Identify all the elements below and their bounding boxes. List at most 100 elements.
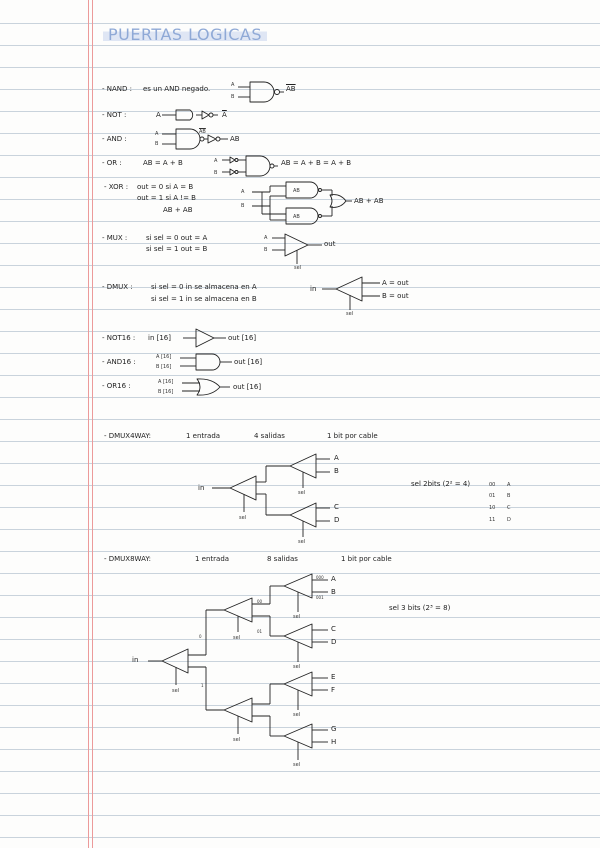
dmux8way-out-c: C bbox=[331, 625, 336, 633]
dmux4way-out-b: B bbox=[334, 467, 339, 475]
dmux8way-out-f: F bbox=[331, 686, 336, 694]
dmux-label: - DMUX : bbox=[102, 283, 133, 291]
or-gate bbox=[222, 155, 278, 177]
dmux-in: in bbox=[310, 285, 317, 293]
dmux-out-b: B = out bbox=[382, 292, 409, 300]
dmux4way-code-out: B bbox=[507, 493, 511, 499]
dmux4way-code: 00 bbox=[489, 482, 496, 488]
dmux8way-bit: 1 bit por cable bbox=[341, 555, 392, 563]
dmux8way-out-e: E bbox=[331, 673, 336, 681]
dmux8way-label: - DMUX8WAY: bbox=[104, 555, 152, 563]
or16-out: out [16] bbox=[233, 383, 262, 391]
dmux8way-in: in bbox=[132, 656, 139, 664]
dmux4way-code: 10 bbox=[489, 505, 496, 511]
and16-label: - AND16 : bbox=[102, 358, 136, 366]
dmux8way-wire-label: 001 bbox=[316, 595, 324, 600]
dmux8way-circuit bbox=[148, 573, 328, 760]
mux-out: out bbox=[324, 240, 336, 248]
not-label: - NOT : bbox=[102, 111, 127, 119]
dmux8way-wire-label: 000 bbox=[316, 575, 324, 580]
dmux8way-out-h: H bbox=[331, 738, 337, 746]
and16-in-a: A [16] bbox=[156, 354, 172, 360]
dmux8way-sel: sel bbox=[233, 635, 241, 641]
or16-in-a: A [16] bbox=[158, 379, 174, 385]
or-eq: AB = A + B bbox=[143, 159, 183, 167]
dmux8way-sel: sel bbox=[293, 614, 301, 620]
dmux8way-wire-label: 00 bbox=[257, 599, 263, 604]
dmux-out-a: A = out bbox=[382, 279, 409, 287]
dmux4way-sel-bits: sel 2bits (2² = 4) bbox=[411, 480, 471, 488]
or16-gate bbox=[182, 378, 230, 396]
xor-line1: out = 0 si A = B bbox=[137, 183, 194, 191]
dmux8way-out-g: G bbox=[331, 725, 337, 733]
not16-gate bbox=[183, 328, 226, 348]
dmux8way-sel: sel bbox=[293, 712, 301, 718]
and16-in-b: B [16] bbox=[156, 364, 172, 370]
dmux4way-salidas: 4 salidas bbox=[254, 432, 285, 440]
and-out: AB bbox=[230, 135, 240, 143]
dmux4way-entrada: 1 entrada bbox=[186, 432, 221, 440]
nand-label: - NAND : bbox=[102, 85, 132, 93]
or16-label: - OR16 : bbox=[102, 382, 131, 390]
dmux4way-code-out: A bbox=[507, 482, 511, 488]
dmux8way-sel: sel bbox=[293, 664, 301, 670]
dmux8way-out-d: D bbox=[331, 638, 337, 646]
dmux4way-out-a: A bbox=[334, 454, 339, 462]
dmux8way-out-a: A bbox=[331, 575, 336, 583]
dmux4way-code-out: C bbox=[507, 505, 511, 511]
nand-in-b: B bbox=[231, 94, 235, 100]
dmux4way-code-out: D bbox=[507, 517, 511, 523]
not16-out: out [16] bbox=[228, 334, 257, 342]
not16-in: in [16] bbox=[148, 334, 171, 342]
mux-in-b: B bbox=[264, 247, 268, 253]
mux-in-a: A bbox=[264, 235, 268, 241]
nand-gate bbox=[238, 81, 284, 103]
dmux4way-sel: sel bbox=[298, 539, 306, 545]
mux-label: - MUX : bbox=[102, 234, 128, 242]
dmux4way-sel: sel bbox=[239, 515, 247, 521]
not-gate bbox=[162, 109, 218, 121]
xor-g2: AB bbox=[293, 214, 300, 220]
xor-line2: out = 1 si A != B bbox=[137, 194, 196, 202]
and16-out: out [16] bbox=[234, 358, 263, 366]
margin-line bbox=[92, 0, 93, 848]
dmux8way-sel: sel bbox=[172, 688, 180, 694]
nand-out: AB bbox=[286, 85, 296, 93]
dmux4way-label: - DMUX4WAY: bbox=[104, 432, 152, 440]
dmux-gate bbox=[322, 276, 380, 310]
xor-g1: AB bbox=[293, 188, 300, 194]
dmux4way-code: 01 bbox=[489, 493, 496, 499]
dmux8way-sel: sel bbox=[293, 762, 301, 768]
dmux4way-circuit bbox=[212, 453, 330, 537]
mux-sel: sel bbox=[294, 265, 302, 271]
dmux8way-out-b: B bbox=[331, 588, 336, 596]
dmux8way-sel-bits: sel 3 bits (2³ = 8) bbox=[389, 604, 451, 612]
mux-gate bbox=[272, 233, 322, 264]
dmux8way-wire-label: 01 bbox=[257, 629, 263, 634]
dmux4way-bit: 1 bit por cable bbox=[327, 432, 378, 440]
not-in: A bbox=[156, 111, 161, 119]
page-title: PUERTAS LOGICAS bbox=[103, 25, 267, 44]
xor-in-b: B bbox=[241, 203, 245, 209]
or-in-a: A bbox=[214, 158, 218, 164]
margin-line bbox=[88, 0, 89, 848]
xor-label: - XOR : bbox=[104, 183, 129, 191]
dmux4way-sel: sel bbox=[298, 490, 306, 496]
and-in-b: B bbox=[155, 141, 159, 147]
xor-line3: AB + AB bbox=[163, 206, 193, 214]
not16-label: - NOT16 : bbox=[102, 334, 136, 342]
nand-in-a: A bbox=[231, 82, 235, 88]
nand-desc: es un AND negado. bbox=[143, 85, 211, 93]
dmux8way-sel: sel bbox=[233, 737, 241, 743]
and-in-a: A bbox=[155, 131, 159, 137]
dmux8way-wire-label: 1 bbox=[201, 683, 204, 688]
dmux-line1: si sel = 0 in se almacena en A bbox=[151, 283, 257, 291]
dmux-sel: sel bbox=[346, 311, 354, 317]
and-gate bbox=[162, 128, 228, 150]
or-label: - OR : bbox=[102, 159, 122, 167]
dmux4way-out-c: C bbox=[334, 503, 339, 511]
not-out: A bbox=[222, 111, 227, 119]
xor-out: AB + AB bbox=[354, 197, 384, 205]
